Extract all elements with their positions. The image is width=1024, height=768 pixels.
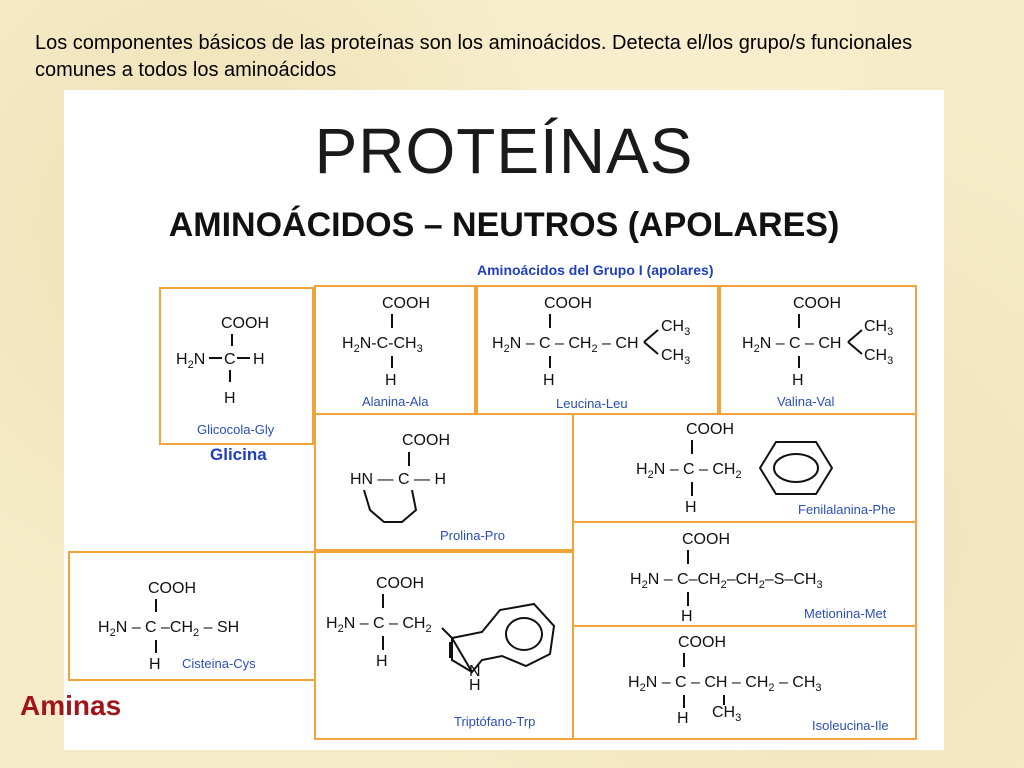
svg-text:H: H	[469, 677, 481, 694]
slide-image: PROTEÍNAS AMINOÁCIDOS – NEUTROS (APOLARE…	[64, 90, 944, 750]
svg-text:COOH: COOH	[678, 634, 726, 651]
structure-prolina: COOH HN — C — H Prolina-Pro	[350, 432, 505, 543]
svg-text:H2N – C – CH2 – CH: H2N – C – CH2 – CH	[492, 335, 639, 355]
svg-text:H: H	[224, 390, 236, 407]
slide-title: PROTEÍNAS	[314, 115, 694, 187]
svg-text:COOH: COOH	[221, 315, 269, 332]
svg-text:H: H	[376, 653, 388, 670]
caption-fenilalanina: Fenilalanina-Phe	[798, 502, 896, 517]
caption-isoleucina: Isoleucina-Ile	[812, 718, 889, 733]
caption-prolina: Prolina-Pro	[440, 528, 505, 543]
group-title: Aminoácidos del Grupo I (apolares)	[477, 262, 714, 278]
svg-text:H2N – C – CH2: H2N – C – CH2	[636, 461, 742, 481]
svg-text:H: H	[543, 372, 555, 389]
svg-text:H2N – C–CH2–CH2–S–CH3: H2N – C–CH2–CH2–S–CH3	[630, 571, 823, 591]
svg-text:HN — C — H: HN — C — H	[350, 471, 446, 488]
caption-leucina: Leucina-Leu	[556, 396, 628, 411]
structure-metionina: COOH H2N – C–CH2–CH2–S–CH3 H Metionina-M…	[630, 531, 887, 625]
svg-text:COOH: COOH	[682, 531, 730, 548]
structure-leucina: COOH H2N – C – CH2 – CH CH3 CH3 H Leucin…	[492, 295, 690, 411]
svg-text:CH3: CH3	[661, 318, 690, 338]
structure-alanina: COOH H2N-C-CH3 H Alanina-Ala	[342, 295, 430, 409]
svg-text:COOH: COOH	[382, 295, 430, 312]
svg-text:H: H	[792, 372, 804, 389]
svg-text:CH3: CH3	[712, 704, 741, 724]
caption-alanina: Alanina-Ala	[362, 394, 429, 409]
slide-subtitle: AMINOÁCIDOS – NEUTROS (APOLARES)	[168, 206, 840, 244]
svg-text:H: H	[677, 710, 689, 727]
svg-text:H: H	[253, 351, 265, 368]
structure-fenilalanina: COOH H2N – C – CH2 H Fenilalanina-Phe	[636, 421, 896, 517]
glicina-label: Glicina	[210, 445, 267, 464]
svg-text:H: H	[681, 608, 693, 625]
svg-text:H: H	[685, 499, 697, 516]
svg-text:COOH: COOH	[376, 575, 424, 592]
svg-text:CH3: CH3	[864, 318, 893, 338]
caption-metionina: Metionina-Met	[804, 606, 887, 621]
svg-text:COOH: COOH	[402, 432, 450, 449]
svg-text:COOH: COOH	[686, 421, 734, 438]
svg-text:CH3: CH3	[661, 347, 690, 367]
svg-text:C: C	[224, 351, 236, 368]
svg-text:H2N: H2N	[176, 351, 205, 371]
svg-text:H2N – C – CH: H2N – C – CH	[742, 335, 841, 355]
svg-text:N: N	[469, 663, 481, 680]
svg-text:CH3: CH3	[864, 347, 893, 367]
structure-cisteina: COOH H2N – C –CH2 – SH H Cisteina-Cys	[98, 580, 256, 673]
structures-svg: COOH H2N C H H Glicocola-Gly COOH H2N-C-…	[98, 295, 896, 733]
svg-text:H2N – C – CH2: H2N – C – CH2	[326, 615, 432, 635]
structure-triptofano: COOH H2N – C – CH2 H N H Triptófano-Trp	[326, 575, 556, 729]
svg-text:COOH: COOH	[544, 295, 592, 312]
caption-triptofano: Triptófano-Trp	[454, 714, 535, 729]
svg-text:COOH: COOH	[148, 580, 196, 597]
caption-cisteina: Cisteina-Cys	[182, 656, 256, 671]
caption-valina: Valina-Val	[777, 394, 834, 409]
svg-text:COOH: COOH	[793, 295, 841, 312]
svg-text:H: H	[149, 656, 161, 673]
svg-text:H: H	[385, 372, 397, 389]
box-glicocola	[159, 287, 314, 445]
structure-isoleucina: COOH H2N – C – CH – CH2 – CH3 H CH3 Isol…	[628, 634, 889, 733]
box-cisteina	[68, 551, 316, 681]
svg-text:H2N-C-CH3: H2N-C-CH3	[342, 335, 423, 355]
svg-text:H2N – C –CH2 – SH: H2N – C –CH2 – SH	[98, 619, 239, 639]
svg-text:H2N – C – CH – CH2 – CH3: H2N – C – CH – CH2 – CH3	[628, 674, 822, 694]
aminas-label: Aminas	[20, 690, 122, 721]
structure-glicocola: COOH H2N C H H Glicocola-Gly	[176, 315, 275, 437]
structure-valina: COOH H2N – C – CH CH3 CH3 H Valina-Val	[742, 295, 893, 409]
caption-glicocola: Glicocola-Gly	[197, 422, 275, 437]
question-text: Los componentes básicos de las proteínas…	[35, 32, 913, 81]
